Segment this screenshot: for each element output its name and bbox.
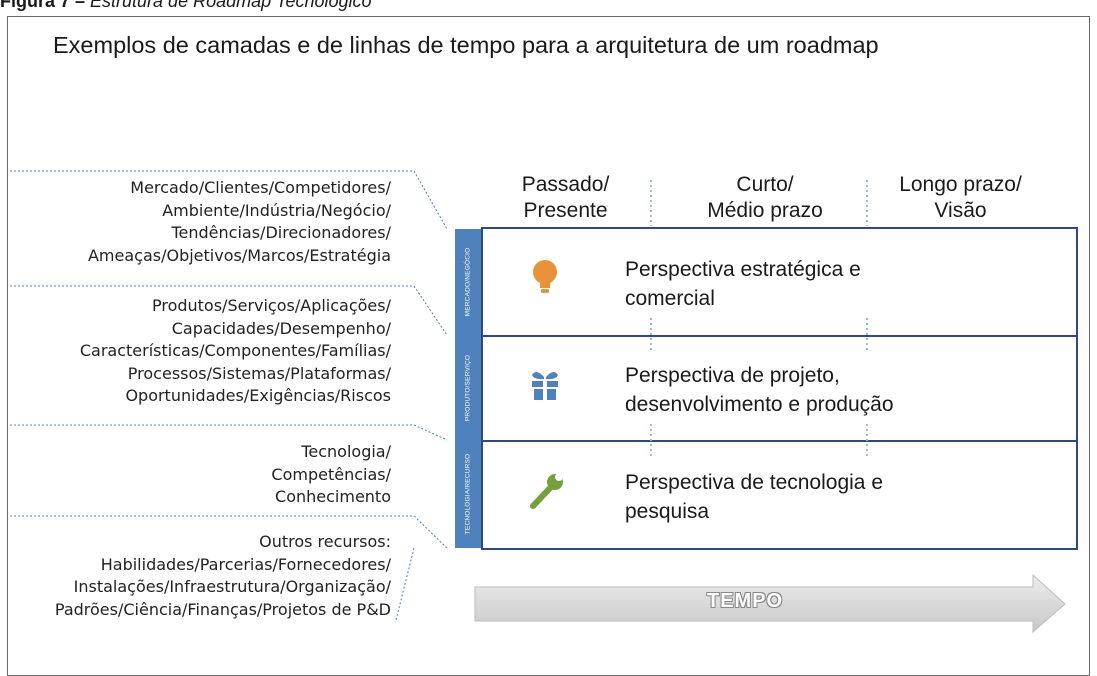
group-connector [395,547,415,621]
left-group-market: Mercado/Clientes/Competidores/ Ambiente/… [87,178,391,265]
lightbulb-icon [533,260,557,293]
timeframe-line: Médio prazo [707,199,823,222]
tempo-label: TEMPO [707,590,784,612]
timeframe-line: Curto/ [736,173,794,196]
diagram-title: Exemplos de camadas e de linhas de tempo… [53,32,879,58]
tempo-arrow [474,573,1066,634]
perspective-line: Perspectiva de tecnologia e [625,471,883,494]
perspective-line: Perspectiva estratégica e [625,258,861,281]
perspective-line: desenvolvimento e produção [625,393,894,416]
layer-tab-technology: TECNOLOGIA/RECURSO [455,440,481,548]
layer-icons [530,260,563,509]
gift-icon [532,371,558,400]
timeframe-line: Longo prazo/ [899,173,1022,196]
layer-technology [481,440,1078,550]
perspective-line: comercial [625,287,715,310]
left-group-technology: Tecnologia/ Competências/ Conhecimento [271,442,391,506]
perspective-line: Perspectiva de projeto, [625,364,840,387]
perspective-project: Perspectiva de projeto, desenvolvimento … [625,361,894,419]
perspective-technology: Perspectiva de tecnologia e pesquisa [625,468,883,526]
timeframe-long: Longo prazo/ Visão [873,172,1048,224]
perspective-line: pesquisa [625,500,710,523]
left-group-product: Produtos/Serviços/Aplicações/ Capacidade… [79,296,391,405]
timeframe-line: Visão [934,199,987,222]
perspective-strategic: Perspectiva estratégica e comercial [625,255,861,313]
left-group-resources: Outros recursos: Habilidades/Parcerias/F… [54,532,391,619]
timeframe-past: Passado/ Presente [488,172,643,224]
layer-tab-product: PRODUTO/SERVIÇO [455,335,481,440]
timeframe-line: Presente [523,199,608,222]
group-connector [413,170,448,230]
timeframe-short-mid: Curto/ Médio prazo [680,172,850,224]
wrench-icon [530,473,563,509]
timeframe-line: Passado/ [521,173,610,196]
group-connector [413,285,448,336]
layer-market [481,227,1078,337]
layer-dividers [650,318,868,458]
figure-caption: Figura 7 – Estrutura de Roadmap Tecnológ… [0,0,372,11]
layer-tab-market: MERCADO/NEGÓCIO [455,229,481,335]
